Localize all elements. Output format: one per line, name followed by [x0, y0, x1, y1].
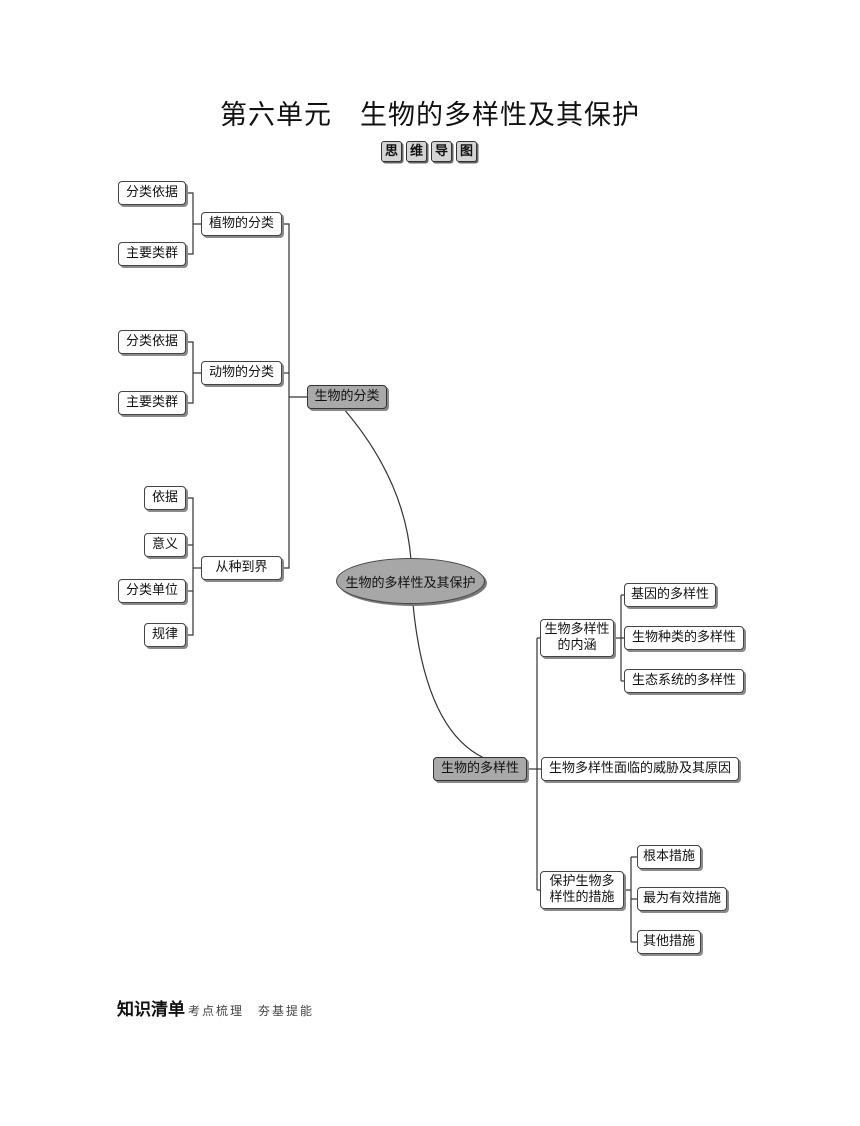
gene-diversity-node: 基因的多样性 — [624, 583, 716, 607]
diversity-node: 生物的多样性 — [433, 757, 527, 781]
fundamental-measure-node: 根本措施 — [637, 845, 701, 869]
knowledge-list-label: 知识清单 — [117, 1000, 185, 1020]
plant-basis-node: 分类依据 — [118, 181, 186, 205]
species-meaning-node: 意义 — [144, 533, 186, 557]
species-diversity-node: 生物种类的多样性 — [624, 626, 744, 650]
species-basis-node: 依据 — [144, 486, 186, 510]
threat-node: 生物多样性面临的威胁及其原因 — [541, 757, 739, 781]
taxonomic-unit-node: 分类单位 — [118, 579, 186, 603]
page-title: 第六单元 生物的多样性及其保护 — [220, 100, 640, 131]
badge-char: 思 — [381, 141, 402, 162]
ecosystem-diversity-node: 生态系统的多样性 — [624, 669, 744, 693]
badge-char: 导 — [431, 141, 452, 162]
knowledge-list-subtitle: 考点梳理 夯基提能 — [188, 1004, 315, 1018]
mind-map-badge: 思 维 导 图 — [381, 141, 477, 162]
animal-basis-node: 分类依据 — [118, 330, 186, 354]
animal-groups-node: 主要类群 — [118, 391, 186, 415]
animal-classification-node: 动物的分类 — [201, 361, 282, 385]
diversity-connotation-node: 生物多样性的内涵 — [540, 619, 614, 657]
plant-groups-node: 主要类群 — [118, 242, 186, 266]
badge-char: 维 — [406, 141, 427, 162]
pattern-node: 规律 — [144, 623, 186, 647]
species-to-kingdom-node: 从种到界 — [201, 556, 282, 580]
badge-char: 图 — [456, 141, 477, 162]
protection-measures-node: 保护生物多样性的措施 — [540, 871, 624, 909]
other-measures-node: 其他措施 — [637, 930, 701, 954]
most-effective-measure-node: 最为有效措施 — [637, 887, 727, 911]
plant-classification-node: 植物的分类 — [201, 212, 282, 236]
classification-node: 生物的分类 — [307, 385, 387, 409]
center-topic-node: 生物的多样性及其保护 — [336, 558, 485, 604]
section-heading: 知识清单考点梳理 夯基提能 — [117, 995, 314, 1020]
